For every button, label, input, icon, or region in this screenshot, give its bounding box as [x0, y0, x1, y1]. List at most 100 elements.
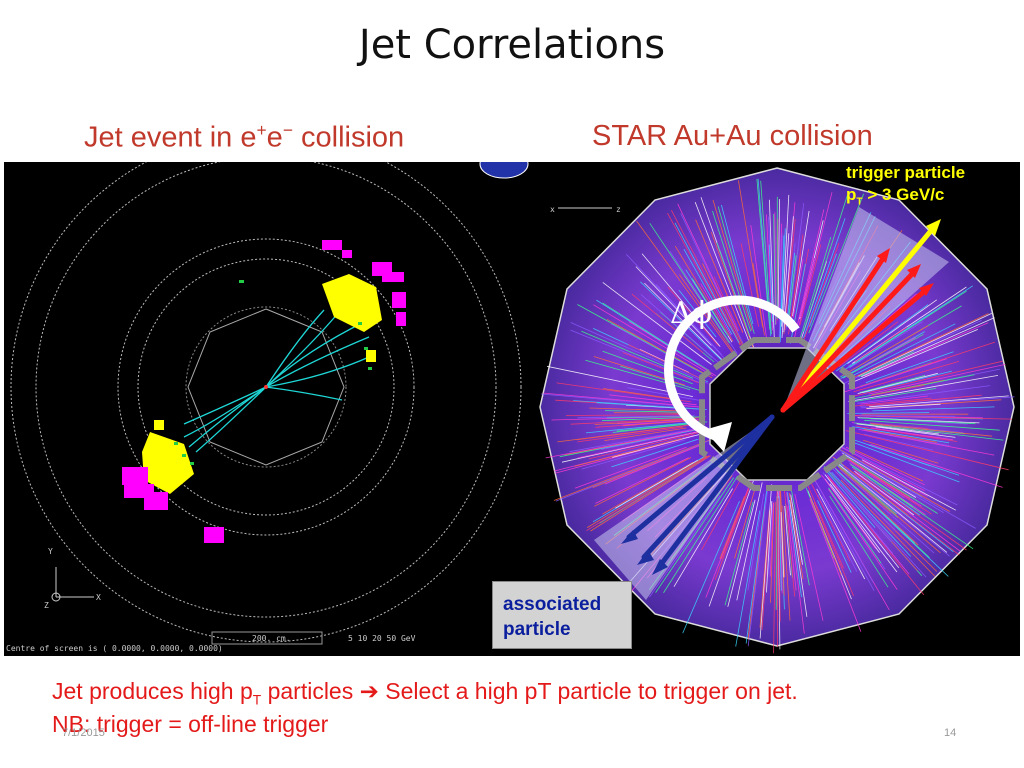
particle-track	[669, 250, 738, 354]
ee-event-display: Y X Z Centre of screen is ( 0.0000, 0.00…	[4, 162, 534, 656]
subtitle-left-part: e	[266, 121, 283, 154]
particle-track	[605, 410, 689, 413]
particle-track	[803, 195, 848, 332]
particle-track	[768, 504, 773, 575]
particle-track	[778, 233, 783, 344]
particle-track	[565, 414, 680, 416]
particle-track	[622, 352, 699, 384]
particle-track	[790, 486, 810, 586]
caption-text: Select a high pT particle to trigger on …	[378, 678, 798, 704]
particle-track	[779, 235, 785, 342]
particle-track	[577, 426, 684, 443]
particle-track	[671, 210, 745, 351]
particle-track	[852, 468, 967, 551]
particle-track	[829, 465, 896, 531]
superscript-minus: −	[282, 120, 293, 140]
particle-track	[553, 439, 710, 501]
axis-x-label: x	[550, 205, 555, 214]
particle-track	[840, 469, 935, 554]
particle-track	[710, 231, 754, 348]
particle-track	[787, 255, 797, 325]
particle-track	[595, 457, 689, 504]
particle-track	[868, 444, 931, 467]
screen-centre-text: Centre of screen is ( 0.0000, 0.0000, 0.…	[6, 644, 223, 653]
particle-track	[721, 481, 752, 560]
delta-phi-label: Δϕ	[670, 296, 713, 331]
particle-track	[846, 471, 950, 557]
particle-track	[852, 465, 914, 508]
particle-track	[782, 505, 791, 621]
particle-track	[861, 429, 950, 447]
trigger-label-line2: pT > 3 GeV/c	[846, 184, 965, 213]
particle-track	[602, 302, 710, 372]
particle-track	[735, 510, 761, 647]
particle-track	[778, 496, 782, 591]
particle-track	[862, 370, 952, 394]
particle-track	[596, 429, 696, 450]
particle-track	[745, 491, 767, 644]
particle-track	[649, 495, 721, 598]
particle-track	[611, 438, 698, 468]
particle-track	[816, 488, 866, 580]
particle-track	[870, 423, 993, 437]
particle-track	[794, 209, 825, 338]
particle-track	[821, 474, 877, 550]
particle-track	[635, 266, 712, 346]
particle-track	[863, 433, 934, 451]
particle-track	[786, 492, 805, 634]
particle-track	[841, 447, 925, 492]
particle-track	[577, 415, 694, 419]
particle-track	[841, 451, 944, 513]
particle-track	[747, 506, 766, 640]
particle-track	[861, 396, 1015, 409]
particle-track	[854, 422, 1004, 441]
particle-track	[850, 313, 989, 380]
particle-track	[829, 495, 889, 588]
particle-track	[854, 470, 915, 516]
particle-track	[790, 253, 802, 322]
particle-track	[779, 223, 782, 317]
particle-track	[679, 274, 735, 354]
particle-track	[586, 455, 708, 528]
particle-track	[815, 481, 874, 583]
particle-track	[835, 461, 948, 553]
particle-track	[863, 337, 916, 367]
associated-particle-box: associated particle	[492, 581, 632, 649]
particle-track	[794, 493, 824, 621]
particle-track	[839, 449, 976, 529]
particle-track	[780, 512, 785, 578]
particle-track	[545, 428, 700, 459]
particle-track	[869, 395, 1009, 408]
particle-track	[831, 471, 912, 557]
particle-track	[852, 426, 950, 444]
particle-track	[858, 429, 995, 456]
particle-track	[809, 499, 862, 632]
particle-track	[857, 313, 992, 377]
particle-track	[600, 433, 681, 450]
particle-track	[866, 394, 982, 407]
particle-track	[809, 253, 837, 327]
particle-track	[870, 384, 925, 397]
caption-line-1: Jet produces high pT particles ➔ Select …	[52, 678, 798, 708]
particle-track	[714, 489, 750, 581]
particle-track	[677, 203, 739, 332]
particle-track	[769, 502, 774, 577]
particle-track	[805, 479, 844, 569]
particle-track	[716, 242, 750, 337]
particle-track	[589, 407, 684, 412]
particle-track	[695, 219, 744, 333]
particle-track	[673, 488, 733, 587]
particle-track	[655, 477, 735, 593]
particle-track	[747, 489, 769, 647]
associated-particle-label: associated particle	[503, 594, 602, 640]
particle-track	[817, 494, 858, 572]
particle-track	[835, 304, 929, 372]
particle-track	[869, 418, 968, 425]
particle-track	[705, 485, 750, 598]
particle-track	[596, 402, 707, 410]
particle-track	[766, 501, 773, 593]
particle-track	[856, 423, 939, 435]
particle-track	[853, 323, 956, 376]
particle-track	[837, 464, 897, 515]
particle-track	[813, 502, 854, 597]
